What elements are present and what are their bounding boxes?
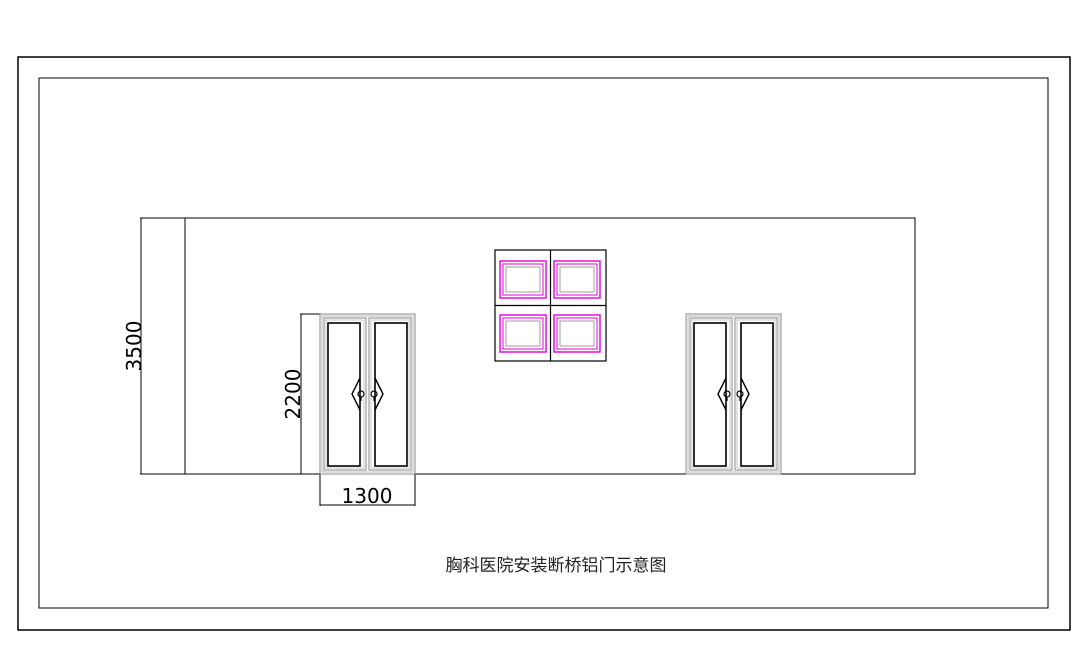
door-right (685, 313, 782, 475)
window-pane-top-left (499, 260, 547, 299)
window (494, 249, 607, 362)
window-pane-top-right (553, 260, 601, 299)
door-width-label: 1300 (342, 484, 393, 508)
door-height-dimension: 2200 (281, 313, 320, 475)
door-width-dimension: 1300 (319, 474, 416, 508)
outer-frame (17, 56, 1071, 631)
window-pane-bottom-left (499, 314, 547, 353)
door-height-label: 2200 (281, 369, 305, 420)
drawing-title: 胸科医院安装断桥铝门示意图 (446, 556, 667, 576)
wall-outline (184, 217, 916, 475)
wall-height-label: 3500 (122, 321, 146, 372)
inner-frame (38, 77, 1049, 609)
window-pane-bottom-right (553, 314, 601, 353)
wall-height-dimension: 3500 (122, 217, 185, 475)
door-left (319, 313, 416, 475)
